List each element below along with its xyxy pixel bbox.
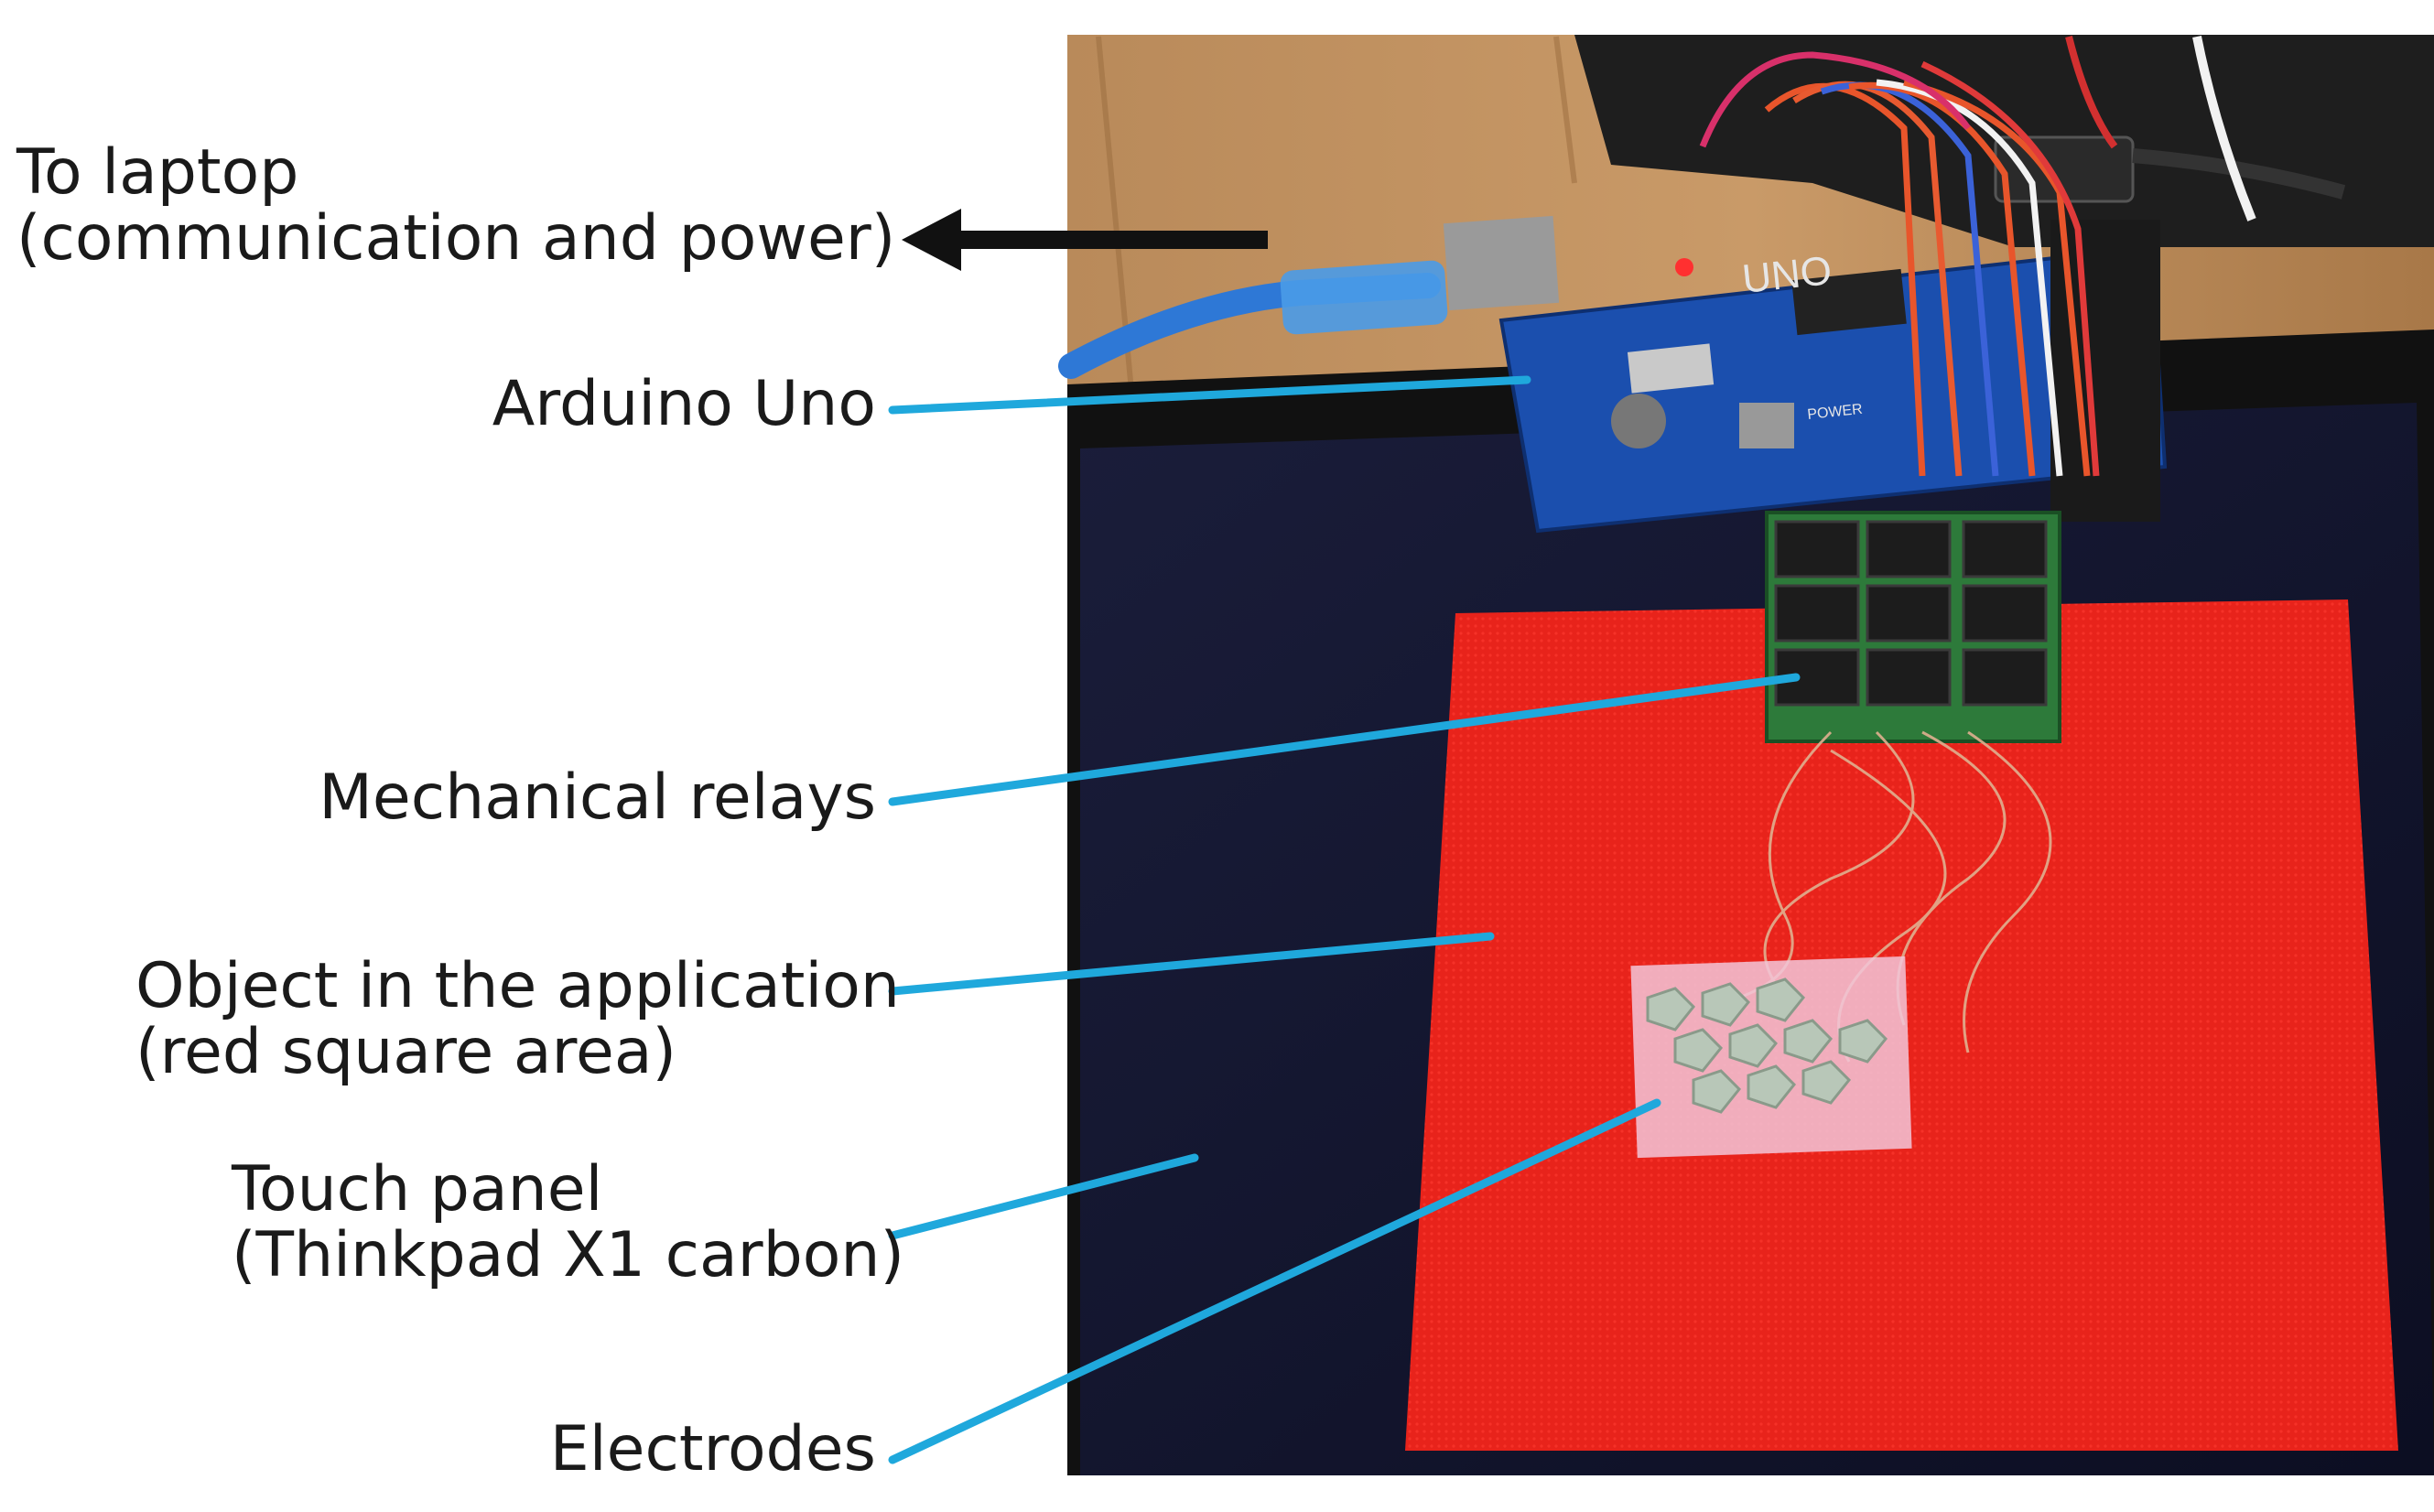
- label-arduino-uno: Arduino Uno: [492, 368, 876, 440]
- label-object-line1: Object in the application: [135, 950, 900, 1022]
- label-to-laptop: To laptop (communication and power): [16, 140, 895, 272]
- label-to-laptop-line2: (communication and power): [16, 202, 896, 275]
- electrode-sheet: [1630, 956, 1912, 1159]
- arduino-board: [1498, 244, 2168, 534]
- board-label: UNO: [1740, 248, 1834, 302]
- label-to-laptop-line1: To laptop: [16, 136, 299, 209]
- jumper-wires: [1699, 51, 2100, 477]
- label-electrodes: Electrodes: [549, 1413, 876, 1485]
- electrodes-array: [1646, 977, 1888, 1114]
- relay-blocks: [1774, 520, 2048, 707]
- leader-line-arduino: [888, 375, 1531, 415]
- leader-line-electrodes: [888, 1098, 1661, 1464]
- label-mechanical-relays: Mechanical relays: [319, 761, 876, 834]
- leader-line-relays: [888, 673, 1801, 806]
- label-touch-panel-line2: (Thinkpad X1 carbon): [232, 1219, 905, 1291]
- leader-lines: [888, 375, 1801, 1464]
- label-object-line2: (red square area): [135, 1016, 677, 1088]
- board-power-label: POWER: [1807, 402, 1864, 423]
- leader-line-object: [888, 932, 1495, 996]
- leader-line-touch-panel: [888, 1153, 1199, 1240]
- label-touch-panel: Touch panel (Thinkpad X1 carbon): [232, 1157, 904, 1289]
- arrow-to-laptop: [902, 209, 1268, 271]
- label-object-in-application: Object in the application (red square ar…: [135, 954, 900, 1085]
- label-touch-panel-line1: Touch panel: [232, 1153, 603, 1226]
